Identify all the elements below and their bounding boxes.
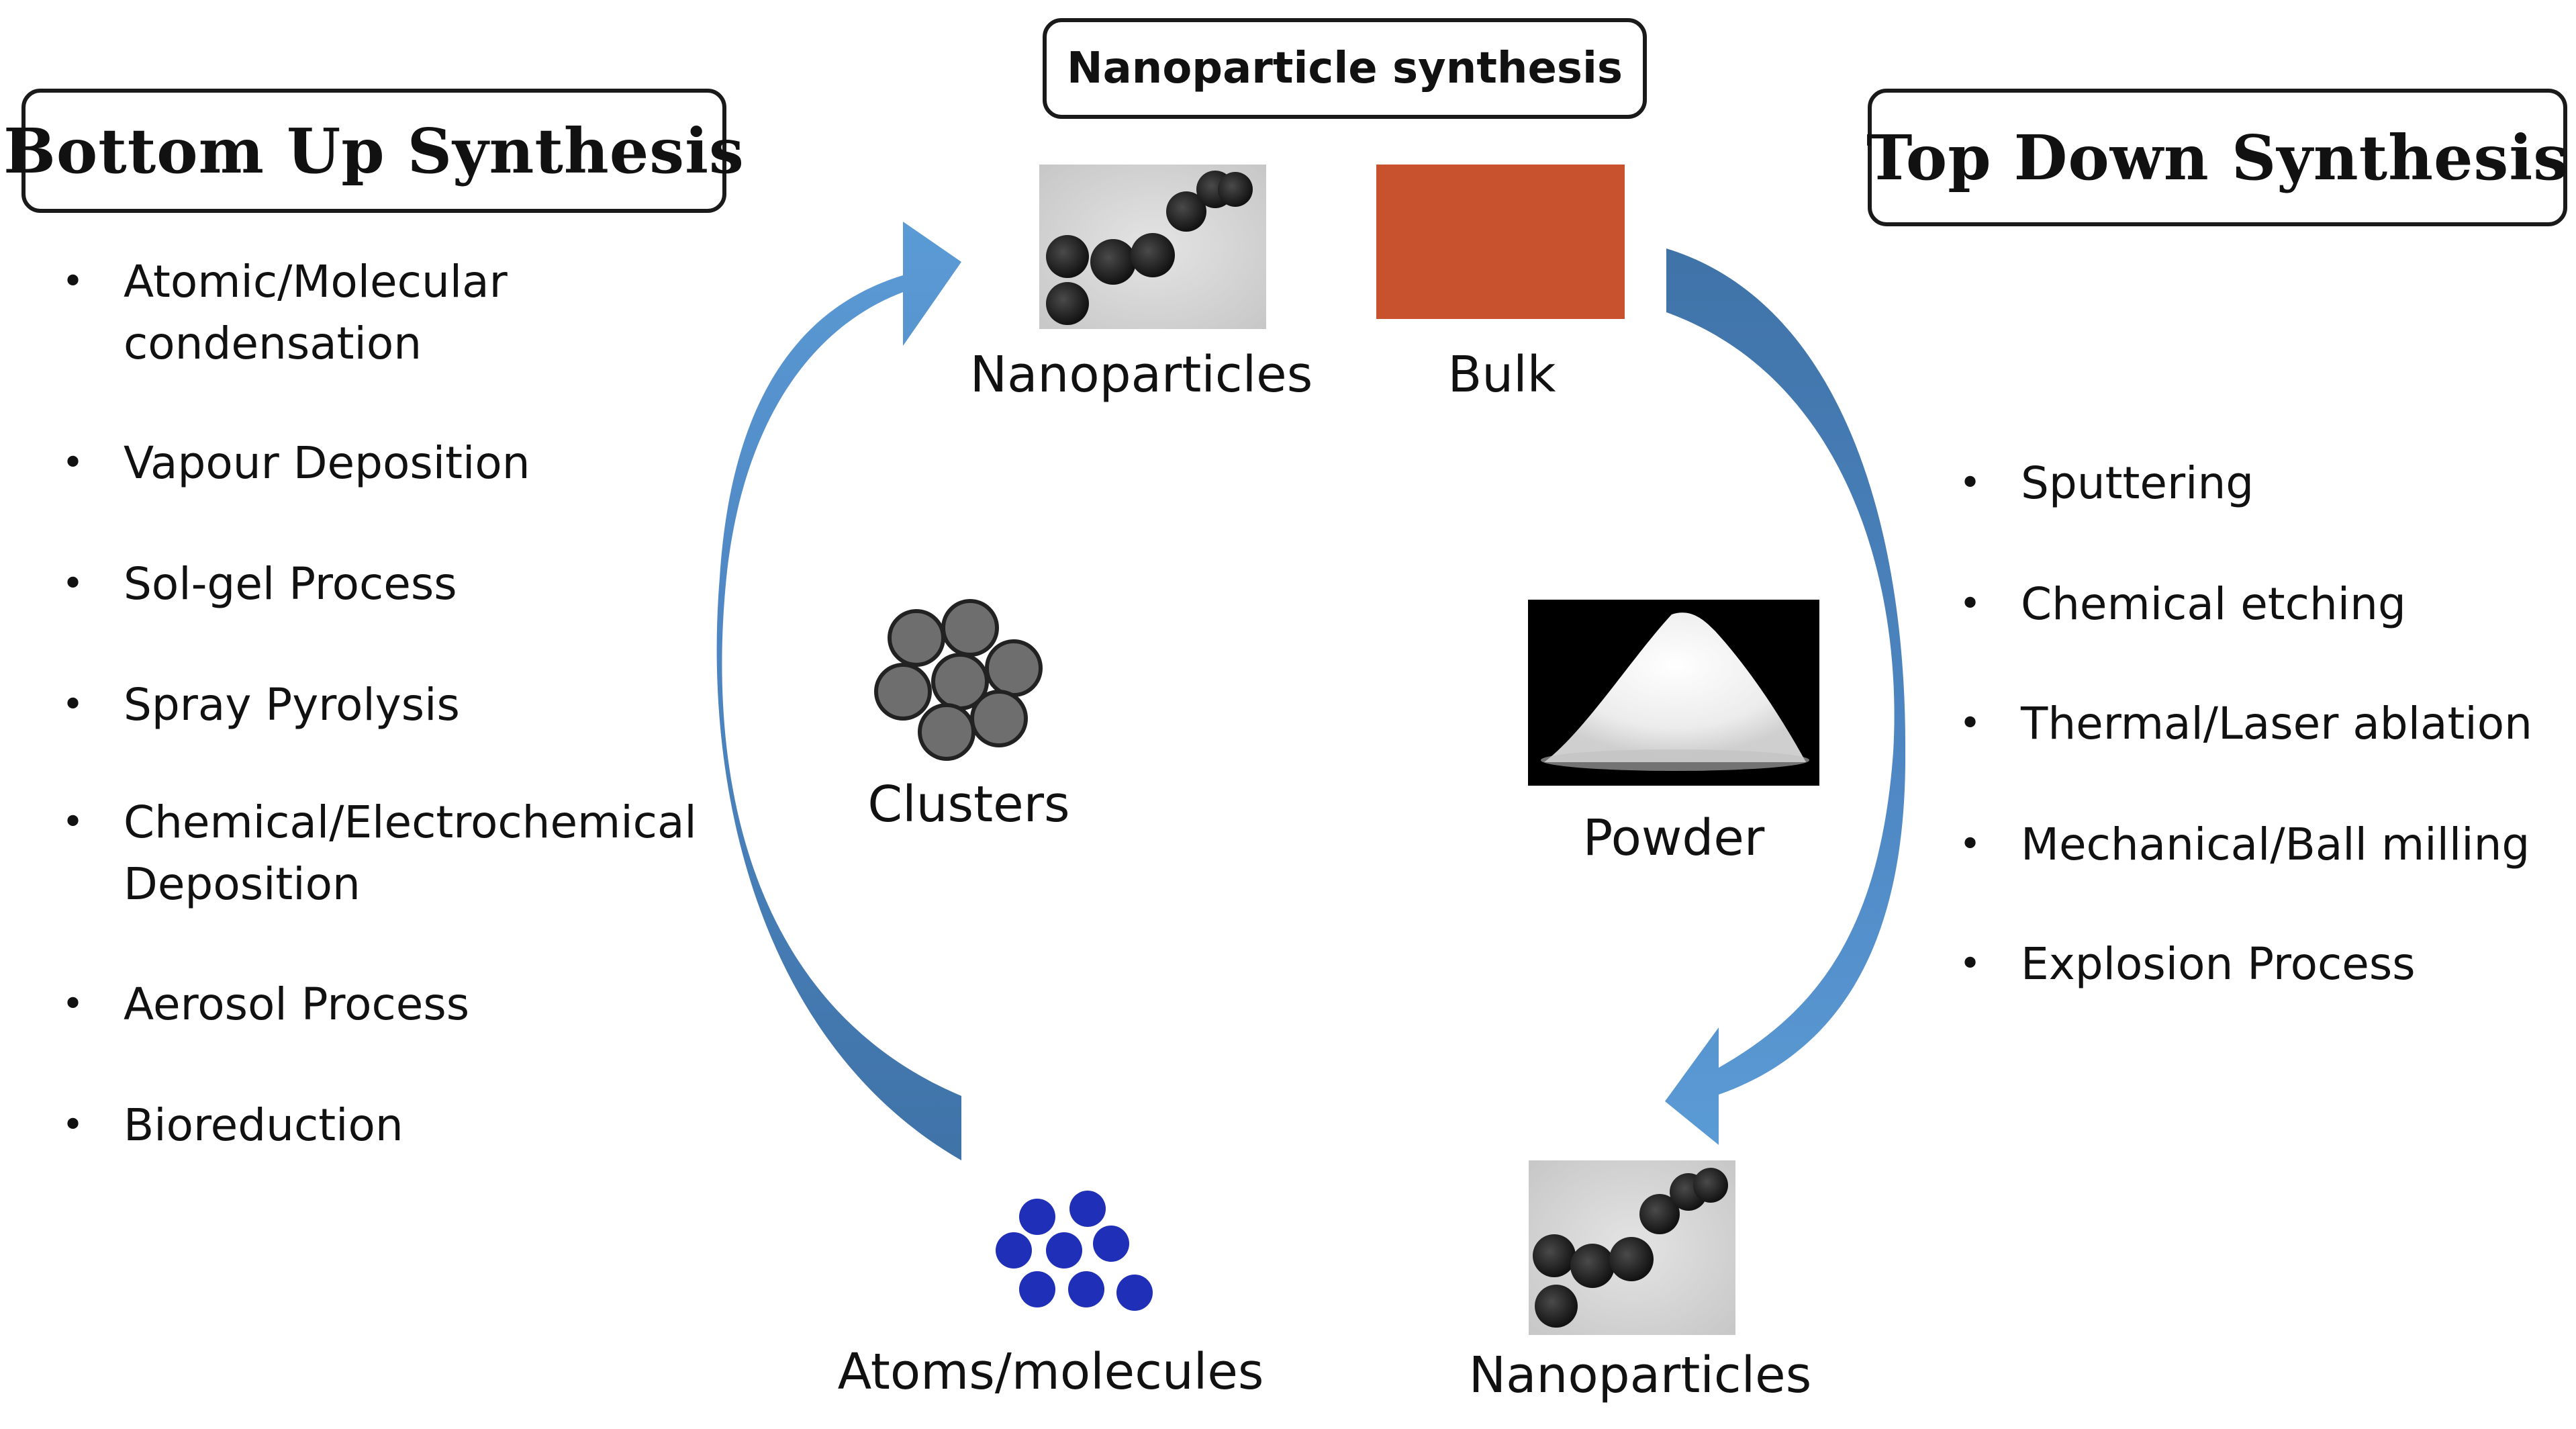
list-item-label: Spray Pyrolysis xyxy=(124,679,460,731)
list-item: • Spray Pyrolysis xyxy=(62,674,460,736)
top-down-title: Top Down Synthesis xyxy=(1866,121,2569,194)
list-item: • Thermal/Laser ablation xyxy=(1959,693,2532,755)
list-item: • Chemical/Electrochemical Deposition xyxy=(62,792,781,915)
clusters-icon xyxy=(874,599,1043,761)
list-item-label: Vapour Deposition xyxy=(124,437,530,489)
bullet-icon: • xyxy=(1959,461,1982,505)
list-item: • Explosion Process xyxy=(1959,933,2416,995)
list-item-label: Chemical etching xyxy=(2021,578,2406,630)
list-item: • Sputtering xyxy=(1959,453,2254,514)
list-item: • Sol-gel Process xyxy=(62,553,457,615)
atoms-icon xyxy=(996,1191,1153,1311)
bullet-icon: • xyxy=(62,982,85,1026)
list-item: • Chemical etching xyxy=(1959,573,2406,635)
bullet-icon: • xyxy=(62,562,85,606)
stage-label-atoms: Atoms/molecules xyxy=(837,1343,1264,1401)
list-item: • Bioreduction xyxy=(62,1095,403,1156)
bottom-up-title: Bottom Up Synthesis xyxy=(3,114,745,187)
stage-label-nanoparticles-bottom: Nanoparticles xyxy=(1468,1346,1812,1404)
nanoparticles-bottom-image xyxy=(1529,1160,1735,1335)
stage-label-powder: Powder xyxy=(1582,809,1765,867)
bulk-block xyxy=(1376,165,1625,319)
bottom-up-method-list: • Atomic/Molecular condensation • Vapour… xyxy=(62,251,733,1191)
bullet-icon: • xyxy=(62,260,85,304)
bullet-icon: • xyxy=(62,683,85,727)
list-item: • Atomic/Molecular condensation xyxy=(62,251,728,375)
stage-label-nanoparticles-top: Nanoparticles xyxy=(969,346,1313,404)
list-item-label: Chemical/Electrochemical Deposition xyxy=(124,796,697,910)
bullet-icon: • xyxy=(62,441,85,485)
bullet-icon: • xyxy=(62,800,85,844)
list-item: • Vapour Deposition xyxy=(62,432,530,494)
center-title: Nanoparticle synthesis xyxy=(1067,44,1623,93)
bullet-icon: • xyxy=(62,1103,85,1147)
list-item-label: Sputtering xyxy=(2021,457,2254,509)
bullet-icon: • xyxy=(1959,702,1982,745)
center-title-box: Nanoparticle synthesis xyxy=(1043,18,1647,119)
list-item-label: Aerosol Process xyxy=(124,978,470,1030)
list-item-label: Mechanical/Ball milling xyxy=(2021,819,2530,870)
bullet-icon: • xyxy=(1959,582,1982,626)
list-item: • Mechanical/Ball milling xyxy=(1959,814,2530,876)
bullet-icon: • xyxy=(1959,823,1982,866)
stage-label-clusters: Clusters xyxy=(867,776,1070,833)
powder-image xyxy=(1528,600,1819,786)
list-item-label: Bioreduction xyxy=(124,1099,403,1151)
list-item: • Aerosol Process xyxy=(62,974,469,1035)
top-down-title-box: Top Down Synthesis xyxy=(1866,89,2569,226)
nanoparticles-top-image xyxy=(1039,165,1266,329)
top-down-method-list: • Sputtering • Chemical etching • Therma… xyxy=(1959,453,2576,1057)
bottom-up-arrow xyxy=(716,222,961,1160)
top-down-arrow xyxy=(1665,248,1906,1145)
list-item-label: Explosion Process xyxy=(2021,938,2416,990)
list-item-label: Atomic/Molecular condensation xyxy=(124,256,508,369)
bullet-icon: • xyxy=(1959,942,1982,986)
list-item-label: Sol-gel Process xyxy=(124,558,457,610)
stage-label-bulk: Bulk xyxy=(1447,346,1556,404)
bottom-up-title-box: Bottom Up Synthesis xyxy=(3,89,744,213)
list-item-label: Thermal/Laser ablation xyxy=(2021,698,2532,749)
